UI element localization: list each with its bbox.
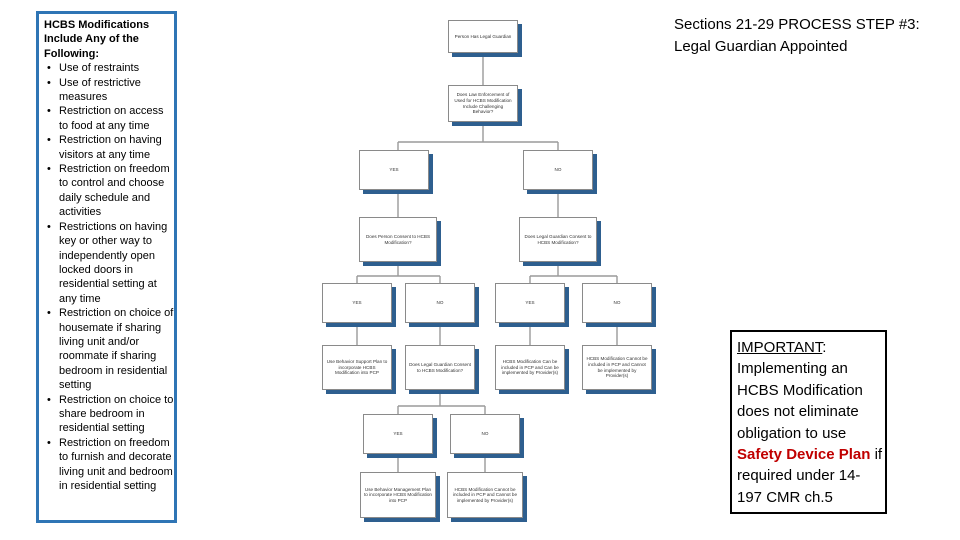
no-node: NO bbox=[582, 283, 652, 323]
no-node: NO bbox=[405, 283, 475, 323]
yes-node: YES bbox=[322, 283, 392, 323]
yes-node: YES bbox=[359, 150, 429, 190]
list-item: Restriction on having visitors at any ti… bbox=[44, 133, 174, 162]
important-label: IMPORTANT bbox=[737, 339, 823, 356]
question-guardian-consent-2: Does Legal Guardian Consent to HCBS Modi… bbox=[405, 345, 475, 390]
result-cannot-be-included: HCBS Modification Cannot be included in … bbox=[582, 345, 652, 390]
safety-device-plan-highlight: Safety Device Plan bbox=[737, 446, 871, 464]
list-item: Restriction on choice of housemate if sh… bbox=[44, 306, 174, 392]
question-person-consent: Does Person Consent to HCBS Modification… bbox=[359, 217, 437, 262]
question-guardian-consent: Does Legal Guardian Consent to HCBS Modi… bbox=[519, 217, 597, 262]
important-text-1: : Implementing an HCBS Modification does… bbox=[737, 339, 863, 442]
no-node: NO bbox=[450, 414, 520, 454]
slide-heading: Sections 21-29 PROCESS STEP #3: Legal Gu… bbox=[674, 14, 944, 58]
root-node-legal-guardian: Person Has Legal Guardian bbox=[448, 20, 518, 53]
heading-line-1: Sections 21-29 PROCESS STEP #3: bbox=[674, 16, 920, 33]
important-text-2: if required under 14-197 CMR ch.5 bbox=[737, 446, 883, 506]
result-behavior-support-plan: Use Behavior Support Plan to incorporate… bbox=[322, 345, 392, 390]
list-item: Restriction on freedom to furnish and de… bbox=[44, 436, 174, 494]
heading-line-2: Legal Guardian Appointed bbox=[674, 38, 848, 55]
hcbs-modifications-panel: HCBS Modifications Include Any of the Fo… bbox=[36, 11, 177, 523]
panel-title: HCBS Modifications Include Any of the Fo… bbox=[44, 19, 150, 60]
list-item: Restriction on access to food at any tim… bbox=[44, 104, 174, 133]
important-note: IMPORTANT: Implementing an HCBS Modifica… bbox=[730, 330, 887, 514]
list-item: Restriction on choice to share bedroom i… bbox=[44, 393, 174, 436]
result-can-be-included: HCBS Modification Can be included in PCP… bbox=[495, 345, 565, 390]
list-item: Restrictions on having key or other way … bbox=[44, 220, 174, 306]
no-node: NO bbox=[523, 150, 593, 190]
modifications-list: Use of restraints Use of restrictive mea… bbox=[44, 61, 174, 493]
yes-node: YES bbox=[363, 414, 433, 454]
question-challenging-behavior: Does Law Enforcement of Used for HCBS Mo… bbox=[448, 85, 518, 122]
list-item: Use of restraints bbox=[44, 61, 174, 76]
result-cannot-be-included-2: HCBS Modification Cannot be included in … bbox=[447, 472, 523, 518]
list-item: Restriction on freedom to control and ch… bbox=[44, 162, 174, 220]
yes-node: YES bbox=[495, 283, 565, 323]
list-item: Use of restrictive measures bbox=[44, 76, 174, 105]
result-behavior-management-plan: Use Behavior Management Plan to incorpor… bbox=[360, 472, 436, 518]
